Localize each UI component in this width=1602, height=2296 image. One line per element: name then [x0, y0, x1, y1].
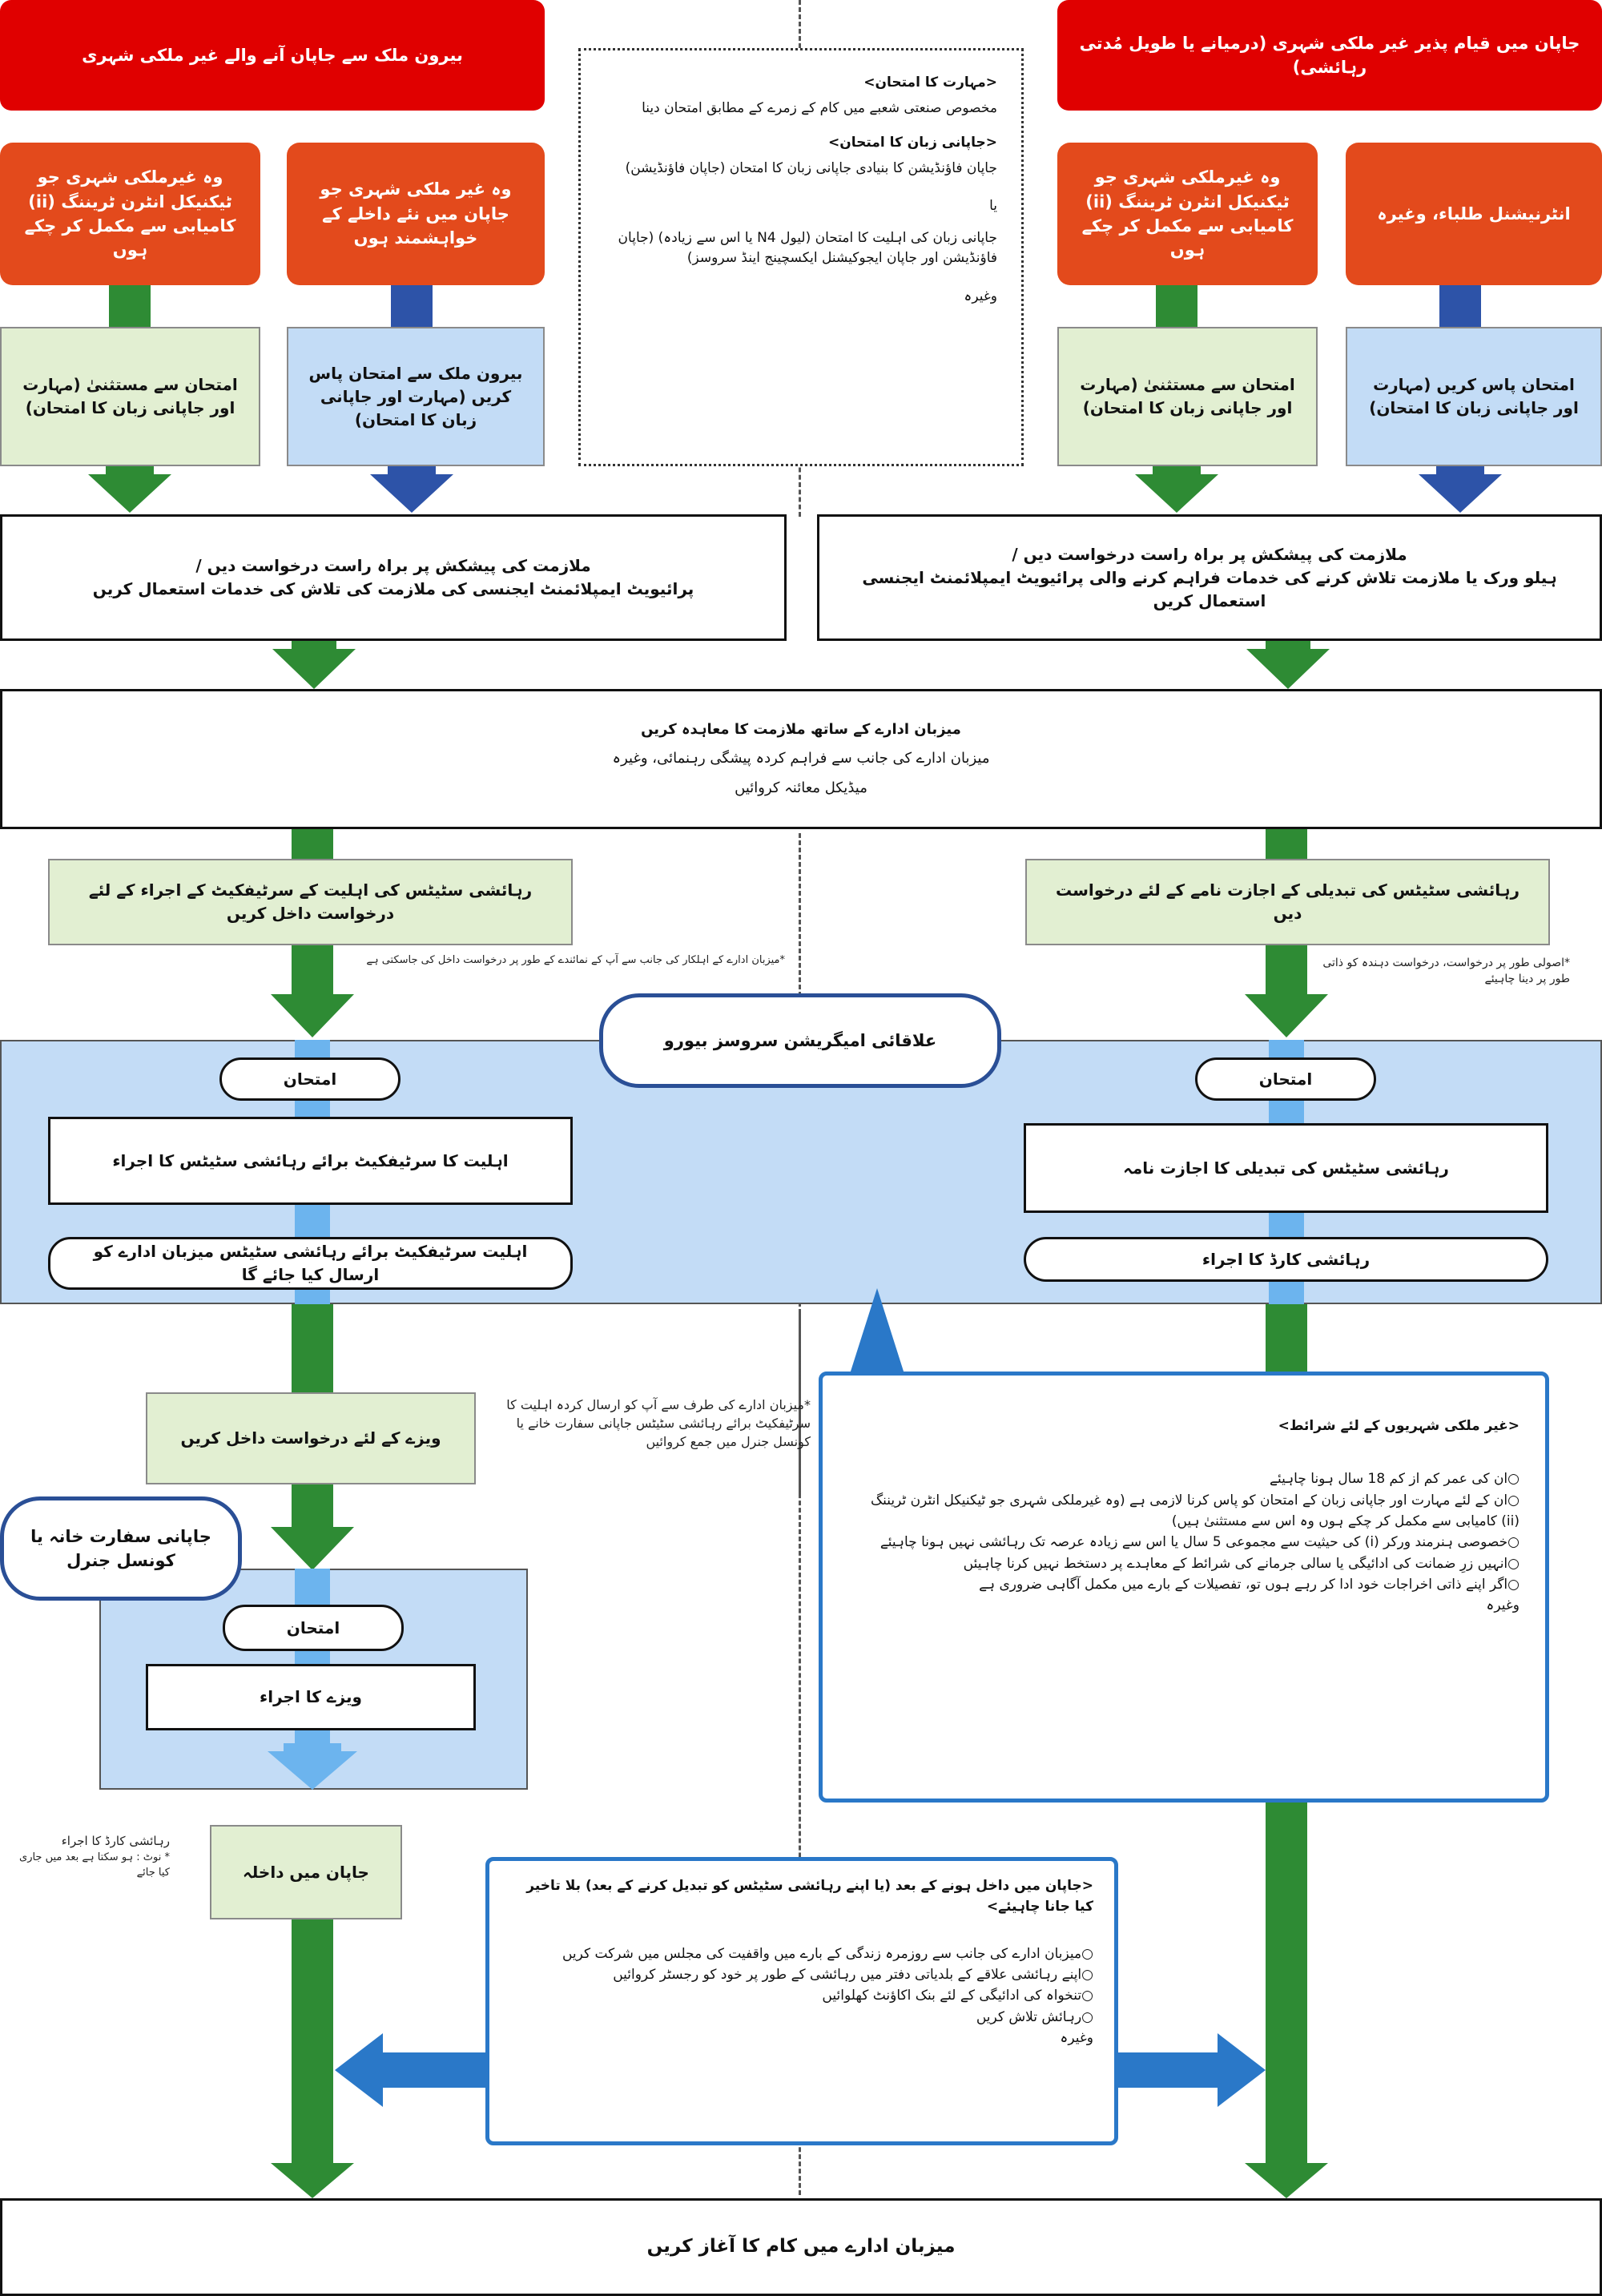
residence-card-note: رہائشی کارڈ کا اجراء * نوٹ : ہو سکتا ہے … [16, 1833, 170, 1880]
exam-info-etc: وغیرہ [964, 288, 997, 304]
left-exam-pass: بیرون ملک سے امتحان پاس کریں (مہارت اور … [287, 327, 545, 466]
conditions-etc: وغیرہ [1486, 1597, 1519, 1614]
left-category-new-entry: وہ غیر ملکی شہری جو جاپان میں نئے داخلے … [287, 143, 545, 285]
left-coe-arrow [271, 981, 354, 1037]
left-emb-arrow-over [268, 1743, 357, 1790]
entry-into-japan: جاپان میں داخلہ [210, 1825, 402, 1919]
center-divider-mid3 [799, 1314, 801, 2195]
condition-item: ○ان کے لئے مہارت اور جاپانی زبان کے امتح… [870, 1492, 1519, 1530]
right-apply-line2: ہیلو ورک یا ملازمت تلاش کرنے کی خدمات فر… [862, 567, 1557, 610]
left-exempt-arrow [88, 466, 171, 513]
contract-line-1: میزبان ادارے کے ساتھ ملازمت کا معاہدہ کر… [641, 721, 961, 739]
conditions-panel: <غیر ملکی شہریوں کے لئے شرائط> ○ان کی عم… [819, 1372, 1549, 1803]
language-exam-text-1: جاپان فاؤنڈیشن کا بنیادی جاپانی زبان کا … [625, 159, 997, 176]
right-imm-exam: امتحان [1195, 1057, 1376, 1101]
left-coe-note: *میزبان ادارے کے اہلکار کی جانب سے آپ کے… [366, 954, 785, 966]
visa-note: *میزبان ادارے کی طرف سے آپ کو ارسال کردہ… [506, 1397, 811, 1450]
left-trainee-connector [109, 285, 151, 327]
immigration-bureau-label: علاقائی امیگریشن سروسز بیورو [599, 993, 1001, 1088]
residence-card-note-text: * نوٹ : ہو سکتا ہے بعد میں جاری کیا جائے [19, 1851, 170, 1879]
right-exam-pass: امتحان پاس کریں (مہارت اور جاپانی زبان ک… [1346, 327, 1602, 466]
right-residence-card-issuance: رہائشی کارڈ کا اجراء [1024, 1237, 1548, 1282]
left-pass-arrow [370, 466, 453, 513]
exam-info-panel: <مہارت کا امتحان> مخصوص صنعتی شعبے میں ک… [578, 48, 1024, 466]
after-entry-item: ○میزبان ادارے کی جانب سے روزمرہ زندگی کے… [562, 1945, 1093, 1962]
left-category-trainee: وہ غیرملکی شہری جو ٹیکنیکل انٹرن ٹریننگ … [0, 143, 260, 285]
left-visa-arrow [271, 1514, 354, 1570]
right-students-connector [1439, 285, 1481, 327]
conditions-pointer [849, 1288, 905, 1376]
condition-item: ○اگر اپنے ذاتی اخراجات خود ادا کر رہے ہو… [979, 1577, 1519, 1593]
left-apply-line2: پرائیویٹ ایمپلائمنٹ ایجنسی کی ملازمت کی … [92, 579, 694, 598]
left-coe-sent: اہلیت سرٹیفکیٹ برائے رہائشی سٹیٹس میزبان… [48, 1237, 573, 1290]
right-trainee-connector [1156, 285, 1197, 327]
left-apply-arrow [272, 641, 356, 689]
visa-issuance: ویزے کا اجراء [146, 1664, 476, 1730]
condition-item: ○انہیں زرِ ضمانت کی ادائیگی یا سالی جرما… [963, 1555, 1519, 1572]
contract-line-2: میزبان ادارے کی جانب سے فراہم کردہ پیشگی… [612, 750, 990, 767]
language-exam-title: <جاپانی زبان کا امتحان> [828, 135, 997, 151]
left-final-arrow [271, 2163, 354, 2198]
conditions-list: ○ان کی عمر کم از کم 18 سال ہونا چاہیئے ○… [848, 1468, 1519, 1595]
after-entry-content: <جاپان میں داخل ہونے کے بعد (یا اپنے رہا… [510, 1875, 1093, 2048]
residence-card-note-title: رہائشی کارڈ کا اجراء [61, 1834, 170, 1848]
left-new-connector [391, 285, 433, 327]
start-work-box: میزبان ادارے میں کام کا آغاز کریں [0, 2198, 1602, 2296]
embassy-exam: امتحان [223, 1605, 404, 1651]
right-exempt-arrow [1135, 466, 1218, 513]
right-pass-arrow [1419, 466, 1502, 513]
after-entry-item: ○رہائش تلاش کریں [976, 2008, 1093, 2025]
contract-line-3: میڈیکل معائنہ کروائیں [735, 779, 867, 796]
right-exam-exempt: امتحان سے مستثنیٰ (مہارت اور جاپانی زبان… [1057, 327, 1318, 466]
right-change-note: *اصولی طور پر درخواست، درخواست دہندہ کو … [1322, 957, 1570, 986]
right-final-arrow [1245, 2163, 1328, 2198]
condition-item: ○خصوصی ہنرمند ورکر (i) کی حیثیت سے مجموع… [879, 1534, 1519, 1551]
skill-exam-title: <مہارت کا امتحان> [863, 75, 997, 91]
conditions-content: <غیر ملکی شہریوں کے لئے شرائط> ○ان کی عم… [848, 1416, 1519, 1617]
right-status-change-permission: رہائشی سٹیٹس کی تبدیلی کا اجازت نامہ [1024, 1123, 1548, 1213]
left-coe-issuance: اہلیت کا سرٹیفکیٹ برائے رہائشی سٹیٹس کا … [48, 1117, 573, 1205]
left-job-application: ملازمت کی پیشکش پر براہ راست درخواست دیں… [0, 514, 787, 641]
right-category-trainee: وہ غیرملکی شہری جو ٹیکنیکل انٹرن ٹریننگ … [1057, 143, 1318, 285]
right-job-application: ملازمت کی پیشکش پر براہ راست درخواست دیں… [817, 514, 1602, 641]
center-divider-mid1 [799, 453, 801, 517]
skill-exam-text: مخصوص صنعتی شعبے میں کام کے زمرے کے مطاب… [642, 99, 997, 116]
employment-contract: میزبان ادارے کے ساتھ ملازمت کا معاہدہ کر… [0, 689, 1602, 829]
after-entry-item: ○اپنے رہائشی علاقے کے بلدیاتی دفتر میں ر… [613, 1967, 1093, 1984]
left-header: بیرون ملک سے جاپان آنے والے غیر ملکی شہر… [0, 0, 545, 111]
after-entry-list: ○میزبان ادارے کی جانب سے روزمرہ زندگی کے… [510, 1944, 1093, 2028]
right-category-students: انٹرنیشنل طلباء، وغیرہ [1346, 143, 1602, 285]
left-exam-exempt: امتحان سے مستثنیٰ (مہارت اور جاپانی زبان… [0, 327, 260, 466]
embassy-label: جاپانی سفارت خانہ یا کونسل جنرل [0, 1496, 242, 1601]
condition-item: ○ان کی عمر کم از کم 18 سال ہونا چاہیئے [1270, 1471, 1519, 1488]
left-coe-application: رہائشی سٹیٹس کی اہلیت کے سرٹیفکیٹ کے اجر… [48, 859, 573, 945]
right-apply-line1: ملازمت کی پیشکش پر براہ راست درخواست دیں… [1012, 544, 1407, 564]
right-change-arrow [1245, 981, 1328, 1037]
after-entry-item: ○تنخواہ کی ادائیگی کے لئے بنک اکاؤنٹ کھل… [822, 1988, 1093, 2004]
after-entry-panel: <جاپان میں داخل ہونے کے بعد (یا اپنے رہا… [485, 1857, 1118, 2145]
left-imm-exam: امتحان [219, 1057, 400, 1101]
after-entry-etc: وغیرہ [1060, 2030, 1093, 2047]
language-exam-or: یا [989, 198, 997, 214]
conditions-title: <غیر ملکی شہریوں کے لئے شرائط> [1278, 1418, 1519, 1434]
right-apply-arrow [1246, 641, 1330, 689]
language-exam-text-2: جاپانی زبان کی اہلیت کا امتحان (لیول N4 … [618, 229, 997, 267]
right-header: جاپان میں قیام پذیر غیر ملکی شہری (درمیا… [1057, 0, 1602, 111]
center-divider-top [799, 0, 801, 48]
visa-application: ویزے کے لئے درخواست داخل کریں [146, 1392, 476, 1484]
right-status-change-application: رہائشی سٹیٹس کی تبدیلی کے اجازت نامے کے … [1025, 859, 1550, 945]
left-apply-line1: ملازمت کی پیشکش پر براہ راست درخواست دیں… [195, 556, 591, 575]
after-entry-title: <جاپان میں داخل ہونے کے بعد (یا اپنے رہا… [526, 1878, 1093, 1915]
after-entry-right-arrow [1113, 2033, 1266, 2107]
after-entry-left-arrow [335, 2033, 487, 2107]
